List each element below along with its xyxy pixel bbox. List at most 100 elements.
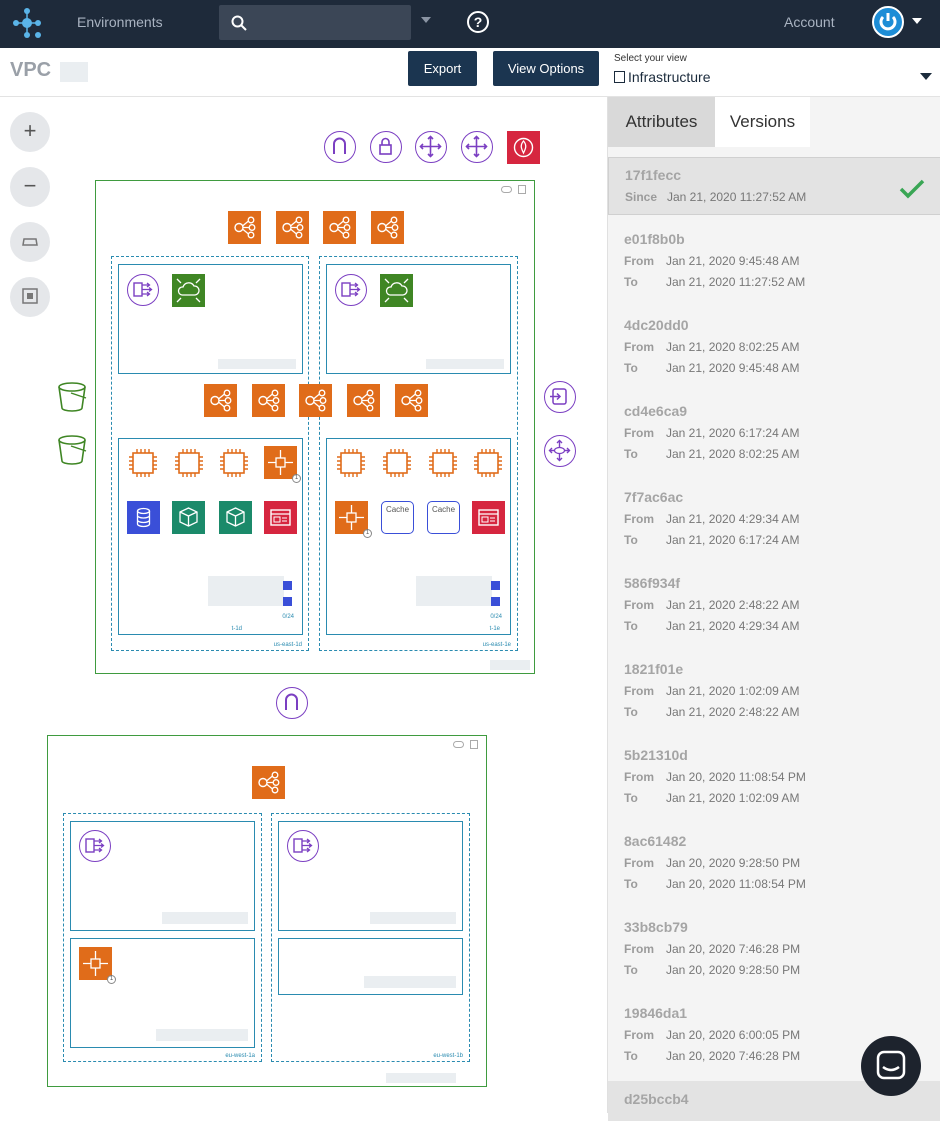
subnet-box[interactable] <box>278 938 463 995</box>
view-select-chevron-icon[interactable] <box>920 73 932 80</box>
load-balancer-icon[interactable] <box>276 211 309 244</box>
availability-zone-1d[interactable]: us-east-1d <box>111 256 309 651</box>
web-app-icon[interactable] <box>472 501 505 534</box>
subnet-box[interactable] <box>278 821 463 931</box>
s3-bucket-icon[interactable] <box>56 433 88 467</box>
ec2-instance-icon[interactable] <box>428 448 458 478</box>
endpoint-icon[interactable] <box>544 381 576 413</box>
database-icon[interactable] <box>127 501 160 534</box>
az-label: eu-west-1a <box>225 1053 255 1059</box>
help-icon[interactable]: ? <box>467 11 489 33</box>
availability-zone-1a[interactable]: eu-west-1a <box>63 813 262 1062</box>
search-input[interactable] <box>219 5 411 40</box>
vpn-gateway-icon[interactable] <box>370 131 402 163</box>
container-icon[interactable] <box>172 501 205 534</box>
transit-gateway-icon[interactable] <box>461 131 493 163</box>
view-select[interactable]: Infrastructure <box>614 69 710 85</box>
diagram-canvas[interactable]: + − us-east-1d us-east-1e 0/24 t-1d <box>0 97 606 1113</box>
web-app-icon[interactable] <box>264 501 297 534</box>
nav-environments[interactable]: Environments <box>77 14 163 30</box>
router-icon[interactable] <box>415 131 447 163</box>
ec2-instance-icon[interactable] <box>174 448 204 478</box>
load-balancer-icon[interactable] <box>395 384 428 417</box>
version-id: 8ac61482 <box>624 833 687 849</box>
load-balancer-icon[interactable] <box>371 211 404 244</box>
ec2-instance-icon[interactable] <box>336 448 366 478</box>
nav-account[interactable]: Account <box>784 14 835 30</box>
cache-node[interactable]: Cache <box>381 501 414 534</box>
ec2-instance-icon[interactable] <box>128 448 158 478</box>
load-balancer-icon[interactable] <box>228 211 261 244</box>
subnet-box[interactable] <box>70 938 255 1048</box>
version-from-label: From <box>624 942 654 956</box>
tab-versions[interactable]: Versions <box>715 97 810 147</box>
availability-zone-1b[interactable]: eu-west-1b <box>271 813 470 1062</box>
firewall-icon[interactable] <box>507 131 540 164</box>
internet-gateway-icon[interactable] <box>276 687 308 719</box>
subnet-box[interactable]: 0/24 t-1d <box>118 438 303 635</box>
subnet-box[interactable] <box>326 264 511 374</box>
auto-scaling-icon[interactable]: 1 <box>264 446 301 483</box>
load-balancer-icon[interactable] <box>347 384 380 417</box>
ec2-instance-icon[interactable] <box>219 448 249 478</box>
export-button[interactable]: Export <box>408 51 477 86</box>
subnet-box[interactable] <box>70 821 255 931</box>
availability-zone-1e[interactable]: us-east-1e <box>319 256 518 651</box>
auto-scaling-icon[interactable]: 1 <box>335 501 372 538</box>
vpc-box[interactable] <box>47 735 487 1087</box>
nat-gateway-icon[interactable] <box>335 274 367 306</box>
account-dropdown-icon[interactable] <box>912 18 922 24</box>
cloud-vpn-icon[interactable] <box>380 274 413 307</box>
search-dropdown-icon[interactable] <box>421 17 431 23</box>
ec2-instance-icon[interactable] <box>382 448 412 478</box>
load-balancer-icon[interactable] <box>299 384 332 417</box>
layout-button[interactable] <box>10 222 50 262</box>
s3-bucket-icon[interactable] <box>56 380 88 414</box>
version-from-value: Jan 21, 2020 2:48:22 AM <box>666 598 800 612</box>
load-balancer-icon[interactable] <box>323 211 356 244</box>
internet-gateway-icon[interactable] <box>324 131 356 163</box>
container-icon[interactable] <box>219 501 252 534</box>
cache-node[interactable]: Cache <box>427 501 460 534</box>
chat-button[interactable] <box>861 1036 921 1096</box>
cloud-vpn-icon[interactable] <box>172 274 205 307</box>
version-id: d25bccb4 <box>624 1091 689 1107</box>
load-balancer-icon[interactable] <box>252 384 285 417</box>
load-balancer-icon[interactable] <box>252 766 285 799</box>
nat-gateway-icon[interactable] <box>79 830 111 862</box>
fit-screen-button[interactable] <box>10 277 50 317</box>
peering-icon[interactable] <box>544 435 576 467</box>
version-to-value: Jan 21, 2020 1:02:09 AM <box>666 791 800 805</box>
avatar[interactable] <box>872 6 904 38</box>
subnet-box[interactable]: 0/24 t-1e <box>326 438 511 635</box>
zoom-in-button[interactable]: + <box>10 112 50 152</box>
version-from-value: Jan 20, 2020 7:46:28 PM <box>666 942 801 956</box>
zoom-out-button[interactable]: − <box>10 167 50 207</box>
subnet-box[interactable] <box>118 264 303 374</box>
view-options-button[interactable]: View Options <box>493 51 599 86</box>
load-balancer-icon[interactable] <box>204 384 237 417</box>
nat-gateway-icon[interactable] <box>287 830 319 862</box>
nat-gateway-icon[interactable] <box>127 274 159 306</box>
app-logo-icon[interactable] <box>10 6 44 40</box>
auto-scaling-icon[interactable]: 1 <box>79 947 116 984</box>
vpc-box[interactable] <box>95 180 535 674</box>
tab-attributes[interactable]: Attributes <box>608 97 715 147</box>
version-from-value: Jan 20, 2020 11:08:54 PM <box>666 770 806 784</box>
ec2-instance-icon[interactable] <box>473 448 503 478</box>
